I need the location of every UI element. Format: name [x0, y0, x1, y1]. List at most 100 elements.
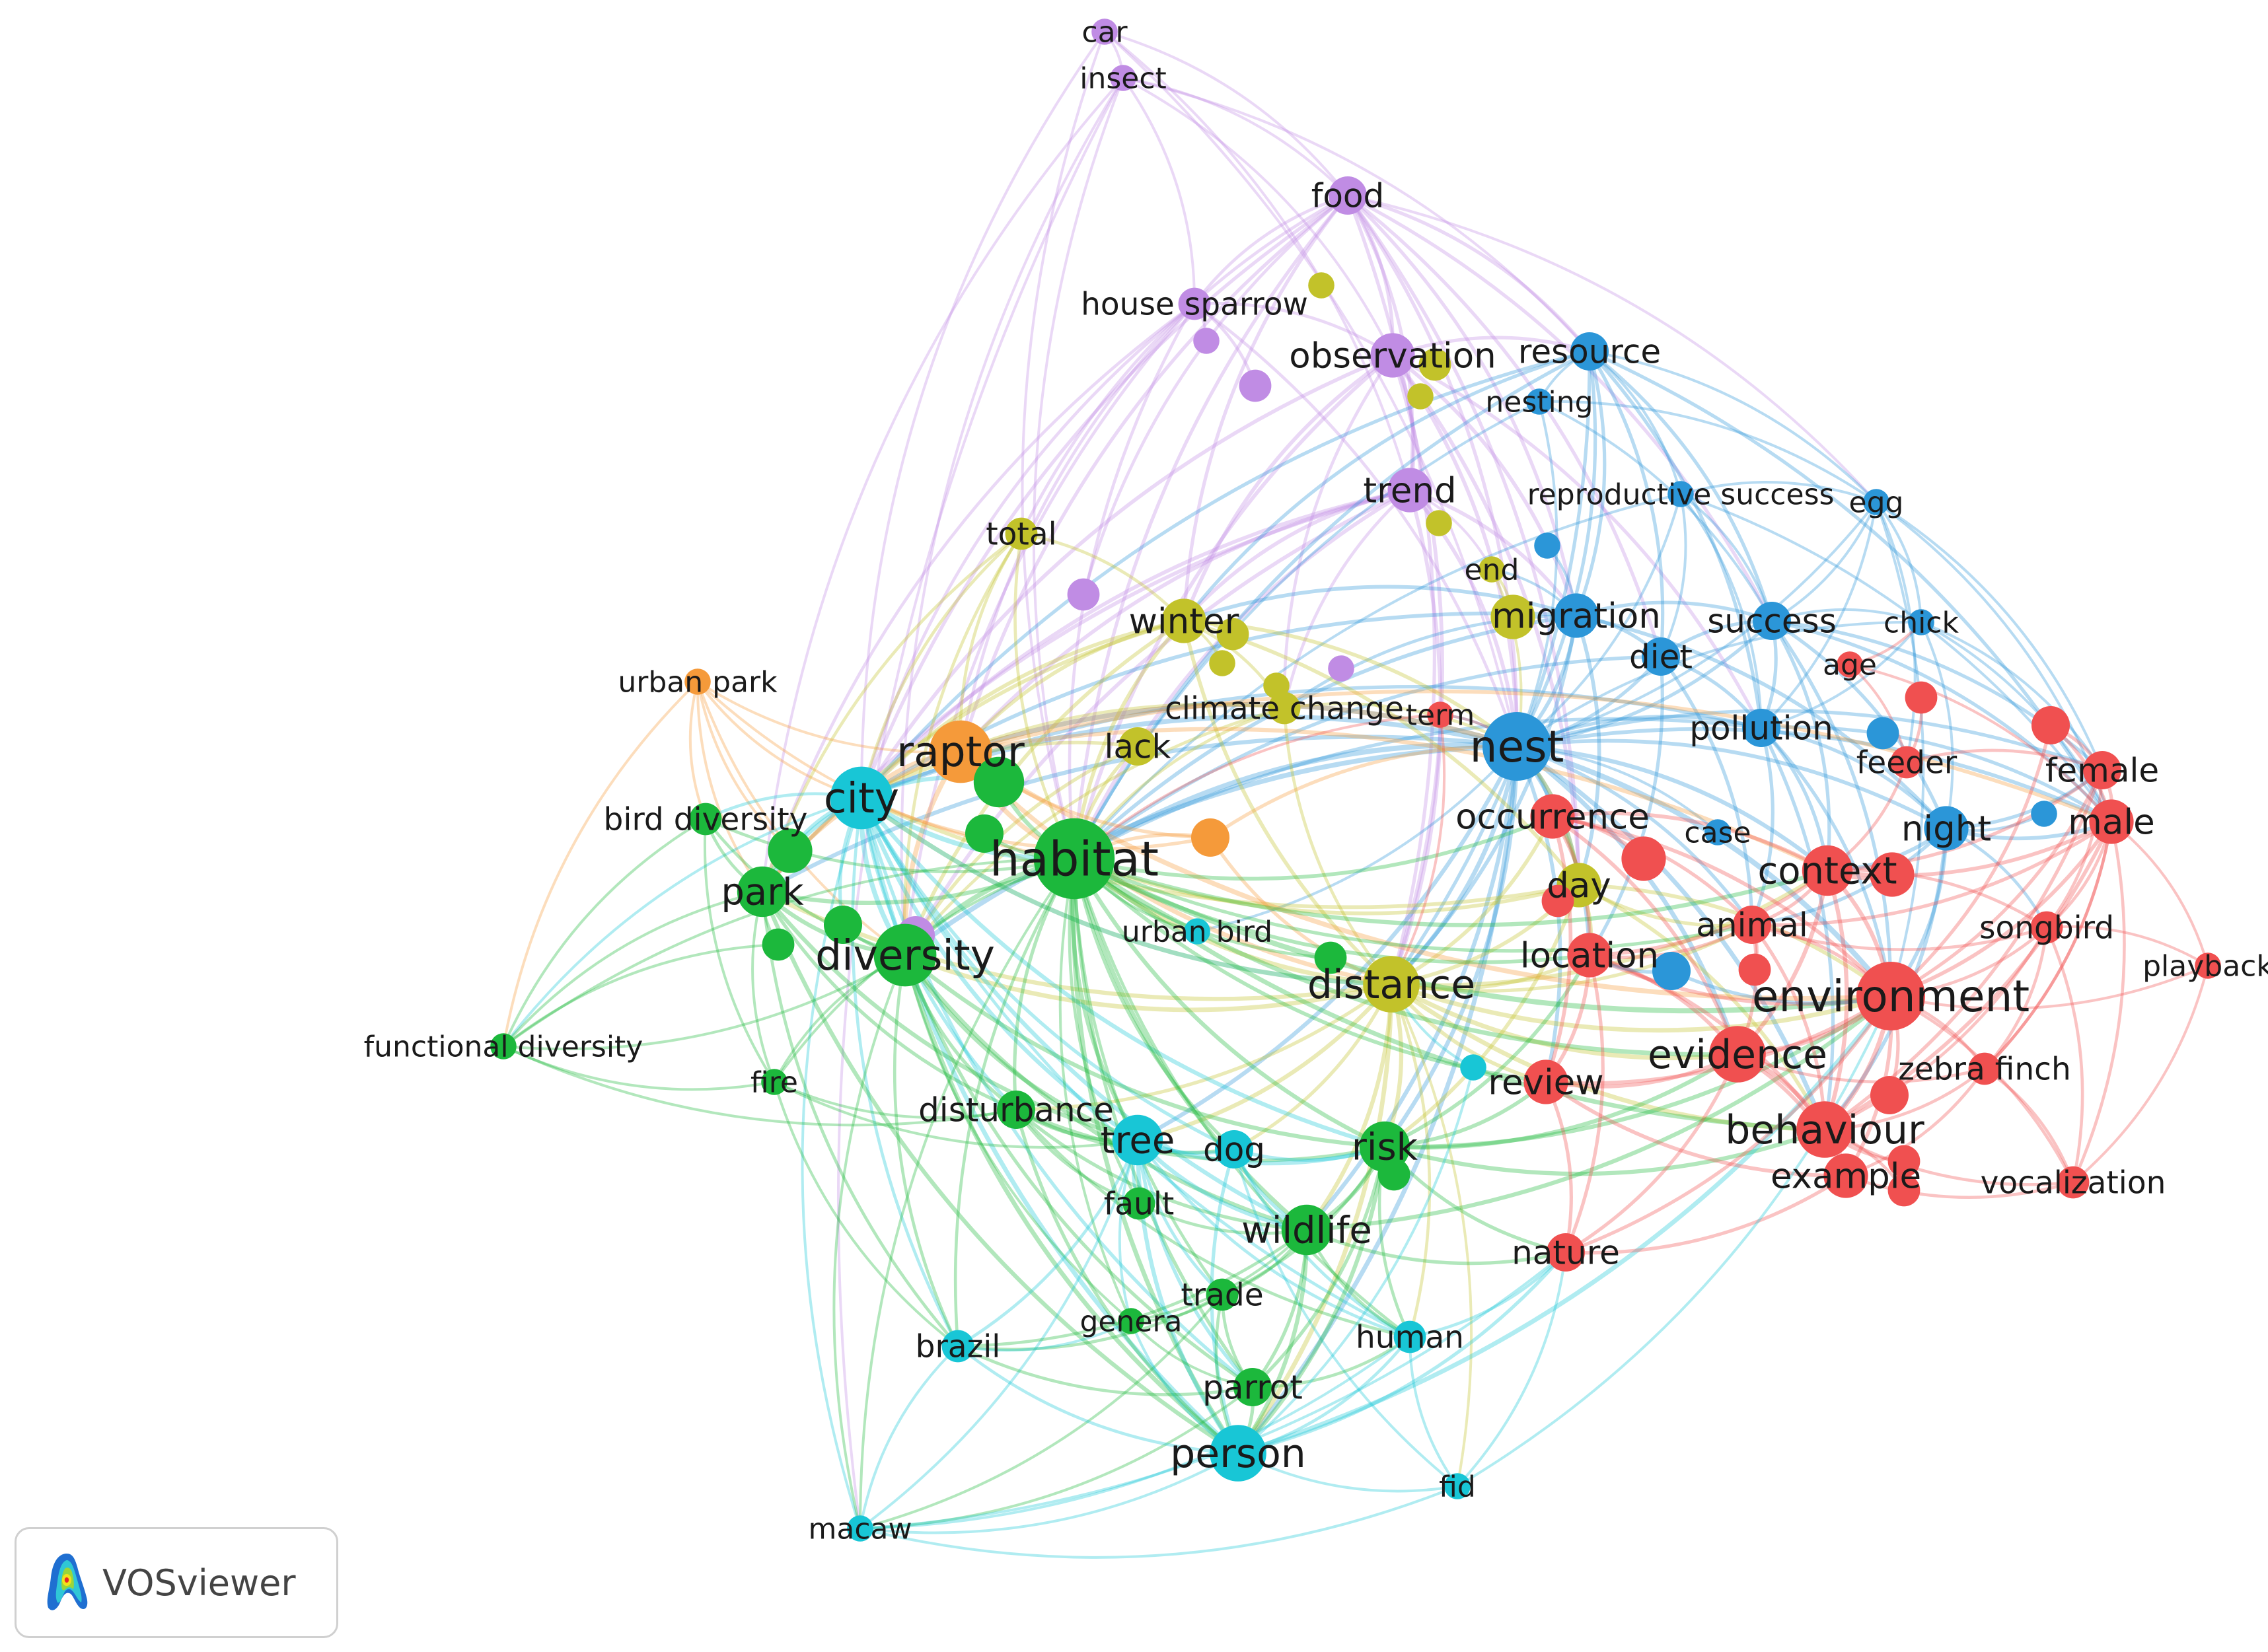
node-night[interactable] — [1924, 806, 1969, 851]
node-end[interactable] — [1479, 556, 1505, 583]
node-diversity[interactable] — [873, 923, 937, 987]
node-b4[interactable] — [1652, 952, 1691, 990]
node-y5[interactable] — [1209, 650, 1235, 676]
node-location[interactable] — [1567, 933, 1612, 978]
node-b2[interactable] — [1866, 717, 1899, 750]
node-review[interactable] — [1523, 1059, 1568, 1104]
node-trade[interactable] — [1206, 1278, 1239, 1311]
node-r4[interactable] — [1905, 681, 1938, 714]
node-p4[interactable] — [1328, 655, 1354, 682]
node-female[interactable] — [2083, 751, 2121, 789]
node-p1[interactable] — [1193, 328, 1220, 354]
node-house-sparrow[interactable] — [1178, 287, 1211, 320]
node-person[interactable] — [1210, 1425, 1266, 1482]
node-bird-diversity[interactable] — [689, 803, 722, 836]
node-r7[interactable] — [1887, 1145, 1920, 1178]
node-g7[interactable] — [1377, 1158, 1410, 1191]
node-nesting[interactable] — [1526, 388, 1553, 415]
node-y6[interactable] — [1216, 618, 1249, 651]
node-urban-park[interactable] — [684, 668, 711, 695]
node-cy1[interactable] — [1460, 1054, 1486, 1081]
node-p3[interactable] — [1067, 578, 1100, 611]
node-b1[interactable] — [1534, 532, 1560, 559]
node-g2[interactable] — [768, 828, 813, 873]
node-egg[interactable] — [1863, 489, 1889, 515]
node-vocalization[interactable] — [2057, 1166, 2090, 1199]
node-case[interactable] — [1704, 819, 1731, 845]
node-fid[interactable] — [1444, 1473, 1471, 1499]
node-r5[interactable] — [1738, 953, 1771, 986]
node-y2[interactable] — [1418, 348, 1451, 381]
node-city[interactable] — [830, 766, 893, 830]
node-y8[interactable] — [1490, 594, 1535, 639]
node-brazil[interactable] — [941, 1330, 974, 1363]
node-functional-diversity[interactable] — [490, 1033, 517, 1059]
node-r3[interactable] — [2031, 706, 2070, 744]
node-feeder[interactable] — [1890, 746, 1923, 779]
node-tree[interactable] — [1112, 1114, 1163, 1166]
node-evidence[interactable] — [1709, 1026, 1766, 1083]
node-playback[interactable] — [2195, 952, 2221, 979]
node-lack[interactable] — [1118, 727, 1157, 766]
node-resource[interactable] — [1570, 332, 1609, 371]
node-diet[interactable] — [1642, 637, 1680, 676]
node-nest[interactable] — [1482, 712, 1551, 781]
node-context[interactable] — [1802, 845, 1853, 896]
node-occurrence[interactable] — [1530, 794, 1575, 839]
node-raptor[interactable] — [929, 720, 992, 783]
node-b3[interactable] — [2031, 801, 2057, 827]
node-g1[interactable] — [973, 756, 1025, 808]
node-r9[interactable] — [1541, 884, 1574, 917]
node-zebra-finch[interactable] — [1968, 1052, 2001, 1085]
node-songbird[interactable] — [2030, 911, 2063, 944]
node-reproductive-success[interactable] — [1667, 481, 1694, 507]
node-trend[interactable] — [1387, 468, 1432, 513]
node-animal[interactable] — [1733, 906, 1771, 944]
node-r2[interactable] — [1870, 852, 1915, 897]
node-food[interactable] — [1329, 176, 1367, 215]
node-g5[interactable] — [762, 928, 795, 961]
node-environment[interactable] — [1856, 962, 1925, 1030]
node-g3[interactable] — [965, 814, 1004, 853]
node-o1[interactable] — [1191, 818, 1229, 857]
node-nature[interactable] — [1547, 1233, 1585, 1272]
node-distance[interactable] — [1363, 956, 1420, 1013]
node-y7[interactable] — [1263, 672, 1290, 699]
node-genera[interactable] — [1118, 1308, 1144, 1334]
node-car[interactable] — [1091, 18, 1118, 45]
node-wildlife[interactable] — [1281, 1204, 1333, 1256]
node-park[interactable] — [737, 866, 788, 917]
node-male[interactable] — [2089, 799, 2134, 844]
node-r6[interactable] — [1870, 1076, 1909, 1114]
node-total[interactable] — [1005, 517, 1038, 550]
node-human[interactable] — [1393, 1320, 1426, 1353]
node-success[interactable] — [1753, 602, 1791, 640]
node-behaviour[interactable] — [1796, 1101, 1853, 1158]
node-urban-bird[interactable] — [1184, 918, 1210, 945]
node-g6[interactable] — [1314, 941, 1347, 974]
node-climate-change[interactable] — [1268, 692, 1301, 725]
node-dog[interactable] — [1215, 1130, 1253, 1168]
node-r8[interactable] — [1887, 1174, 1920, 1207]
node-macaw[interactable] — [847, 1515, 873, 1542]
node-age[interactable] — [1837, 651, 1863, 678]
node-parrot[interactable] — [1233, 1368, 1272, 1406]
node-p2[interactable] — [1239, 369, 1272, 402]
node-observation[interactable] — [1370, 333, 1415, 378]
node-g4[interactable] — [824, 906, 862, 944]
node-y3[interactable] — [1407, 383, 1434, 410]
node-r1[interactable] — [1621, 836, 1666, 881]
node-fault[interactable] — [1122, 1187, 1155, 1220]
node-habitat[interactable] — [1033, 818, 1115, 900]
node-chick[interactable] — [1908, 609, 1934, 635]
node-disturbance[interactable] — [997, 1091, 1035, 1129]
node-migration[interactable] — [1554, 593, 1599, 638]
node-insect[interactable] — [1110, 65, 1136, 91]
node-term[interactable] — [1427, 701, 1453, 728]
node-pollution[interactable] — [1742, 709, 1780, 747]
node-example[interactable] — [1823, 1153, 1868, 1198]
node-y1[interactable] — [1308, 272, 1335, 299]
node-y4[interactable] — [1426, 510, 1452, 536]
node-winter[interactable] — [1161, 598, 1206, 643]
node-fire[interactable] — [761, 1069, 787, 1095]
